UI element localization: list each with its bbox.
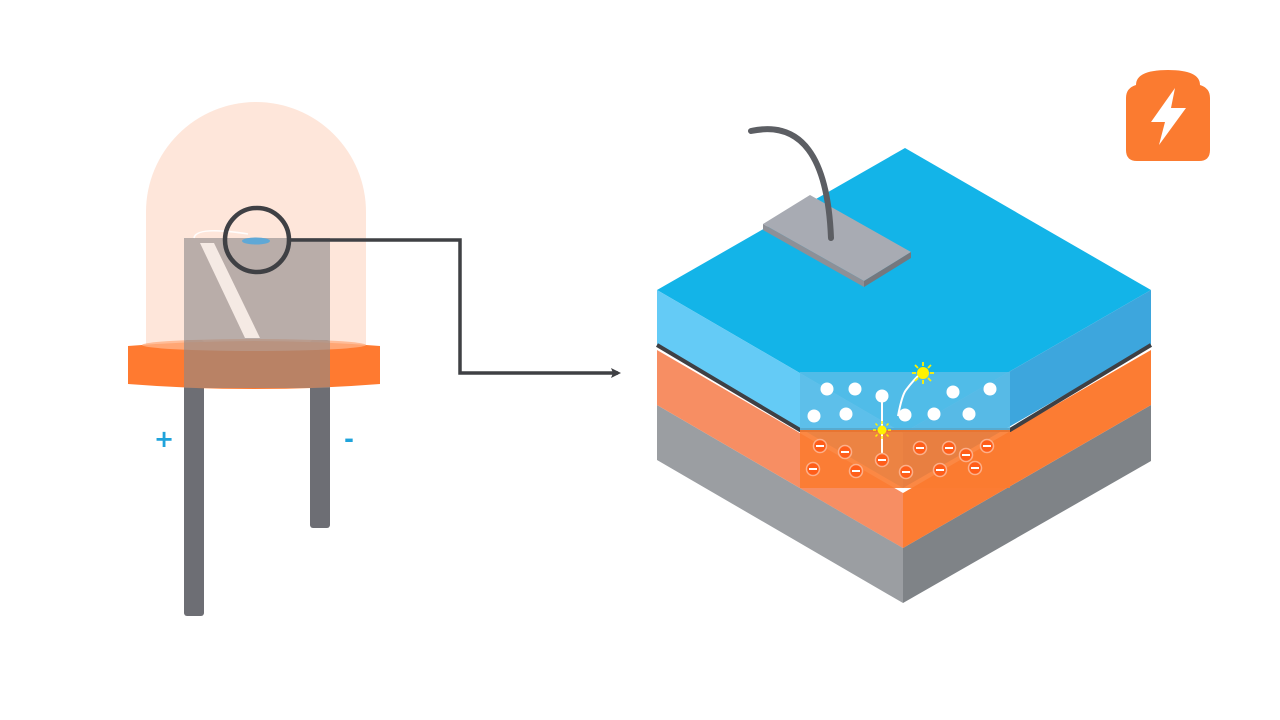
- electron: [898, 408, 912, 422]
- electron: [962, 407, 976, 421]
- electron: [820, 382, 834, 396]
- anode-lead: [184, 340, 204, 616]
- cutaway-p-region: [800, 430, 1010, 488]
- hole: [932, 462, 948, 478]
- lead-frame-channel: [200, 243, 260, 338]
- lightning-bolt-icon: [1151, 88, 1186, 145]
- photon: [912, 362, 934, 384]
- electron: [839, 407, 853, 421]
- hole: [898, 464, 914, 480]
- hole: [848, 463, 864, 479]
- electrode-top: [763, 195, 911, 281]
- hole: [837, 444, 853, 460]
- led-component: + -: [128, 102, 380, 616]
- hole: [941, 440, 957, 456]
- hole: [979, 438, 995, 454]
- brand-logo: [1126, 70, 1210, 161]
- holes: [805, 438, 995, 480]
- electrons: [807, 382, 997, 423]
- n-layer-top: [657, 148, 1151, 433]
- photon: [873, 421, 891, 439]
- anode-symbol: +: [154, 425, 174, 453]
- electrode-front: [763, 224, 864, 287]
- electron: [946, 385, 960, 399]
- substrate-front: [657, 405, 903, 603]
- hole: [967, 460, 983, 476]
- substrate-side: [903, 405, 1151, 603]
- led-chip: [242, 237, 270, 245]
- callout-arrow: [289, 238, 621, 378]
- bond-wire: [193, 230, 249, 239]
- electron: [807, 409, 821, 423]
- cross-section: [655, 126, 1153, 603]
- cathode-symbol: -: [344, 425, 354, 453]
- hole: [812, 438, 828, 454]
- electron: [875, 389, 889, 403]
- p-layer-front: [657, 350, 903, 548]
- electron: [983, 382, 997, 396]
- p-layer-side: [903, 350, 1151, 548]
- photon-path: [897, 375, 919, 417]
- electrode-side: [864, 252, 911, 287]
- hole: [912, 440, 928, 456]
- hole: [874, 452, 890, 468]
- electrode-wire: [748, 126, 834, 241]
- electron: [848, 382, 862, 396]
- lead-frame-post: [184, 238, 330, 388]
- hole: [958, 447, 974, 463]
- hole: [805, 461, 821, 477]
- electron: [927, 407, 941, 421]
